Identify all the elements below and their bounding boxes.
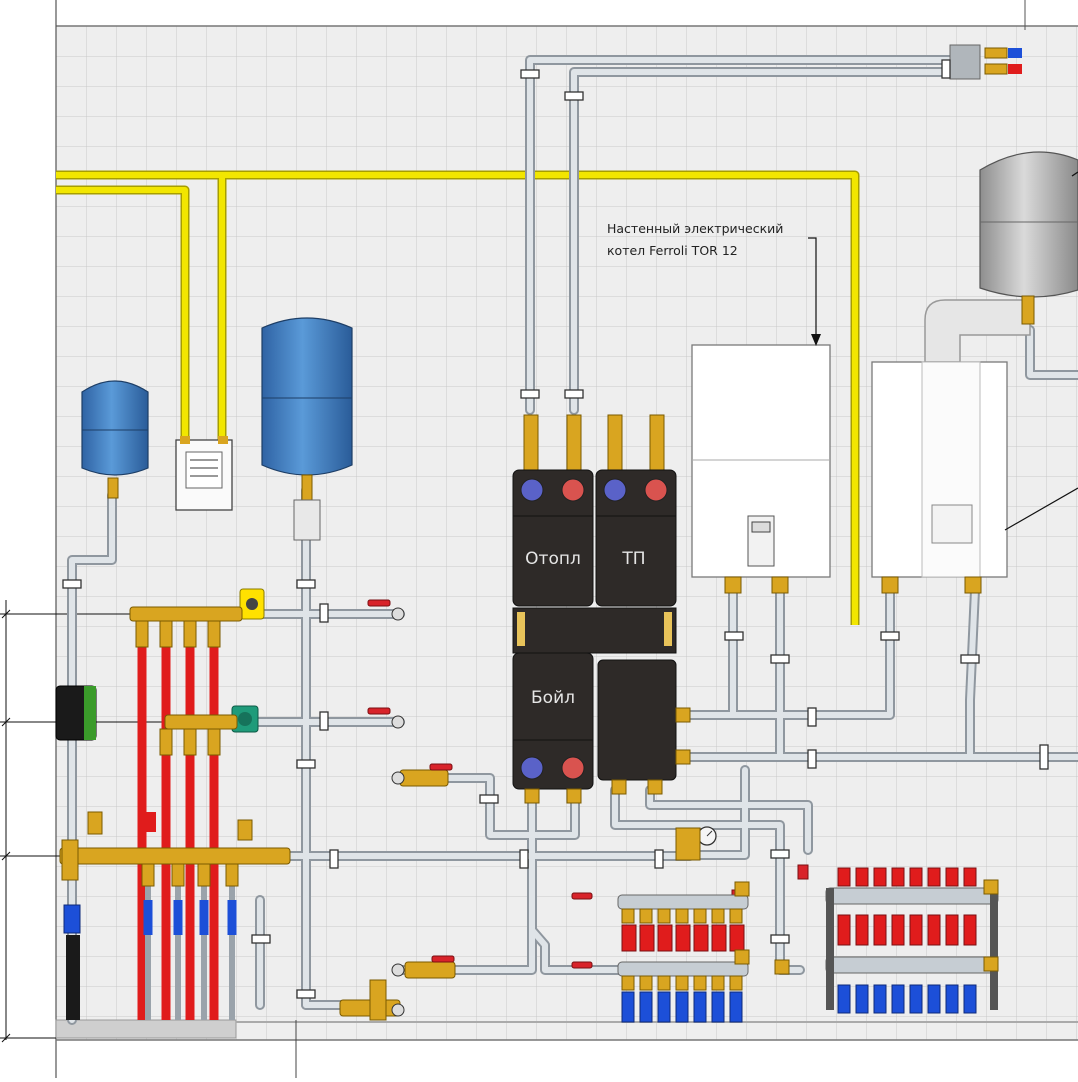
underfloor-manifold-small [617,881,750,1023]
module-heating-label: Отопл [525,549,581,569]
pressure-gauge [675,826,717,861]
annotation-leader [808,237,817,344]
valve-handles [367,599,809,969]
module-floor-label: ТП [621,549,645,569]
flue-pipe [924,299,1031,363]
hydraulic-module-block: Отопл ТП Бойл [512,414,691,804]
water-filter [63,811,253,1020]
floor-slab [55,1019,237,1039]
water-inlet [949,44,1022,80]
circulation-pump-green [231,705,259,733]
module-connector-bar [512,607,677,654]
expansion-tank-grey [979,151,1078,325]
expansion-tank-small [81,380,149,499]
module-top-connectors [523,414,665,472]
gas-meter [175,436,233,511]
module-bottom-connectors [524,707,691,804]
gas-pipes [56,170,860,625]
module-separator [597,659,677,781]
module-boiler-label: Бойл [531,688,575,708]
module-boiler [512,652,594,790]
pipe-clamps [62,59,1049,999]
annotation-line-2: котел Ferroli TOR 12 [607,243,738,258]
valve-bodies [391,607,405,1017]
expansion-tank-large [261,317,353,541]
annotation-arrowhead [811,334,821,346]
manifolds-brass [59,606,456,1021]
circulation-pump-black [55,685,97,741]
boiler-left [691,344,831,594]
underfloor-manifold-large [774,867,999,1014]
annotation-line-1: Настенный электрический [607,221,783,236]
module-heating [512,469,594,607]
thermometer-gauges [520,478,668,780]
boiler-annotation: Настенный электрический котел Ferroli TO… [607,221,821,346]
module-floor [595,469,677,607]
boiler-right [871,361,1078,594]
